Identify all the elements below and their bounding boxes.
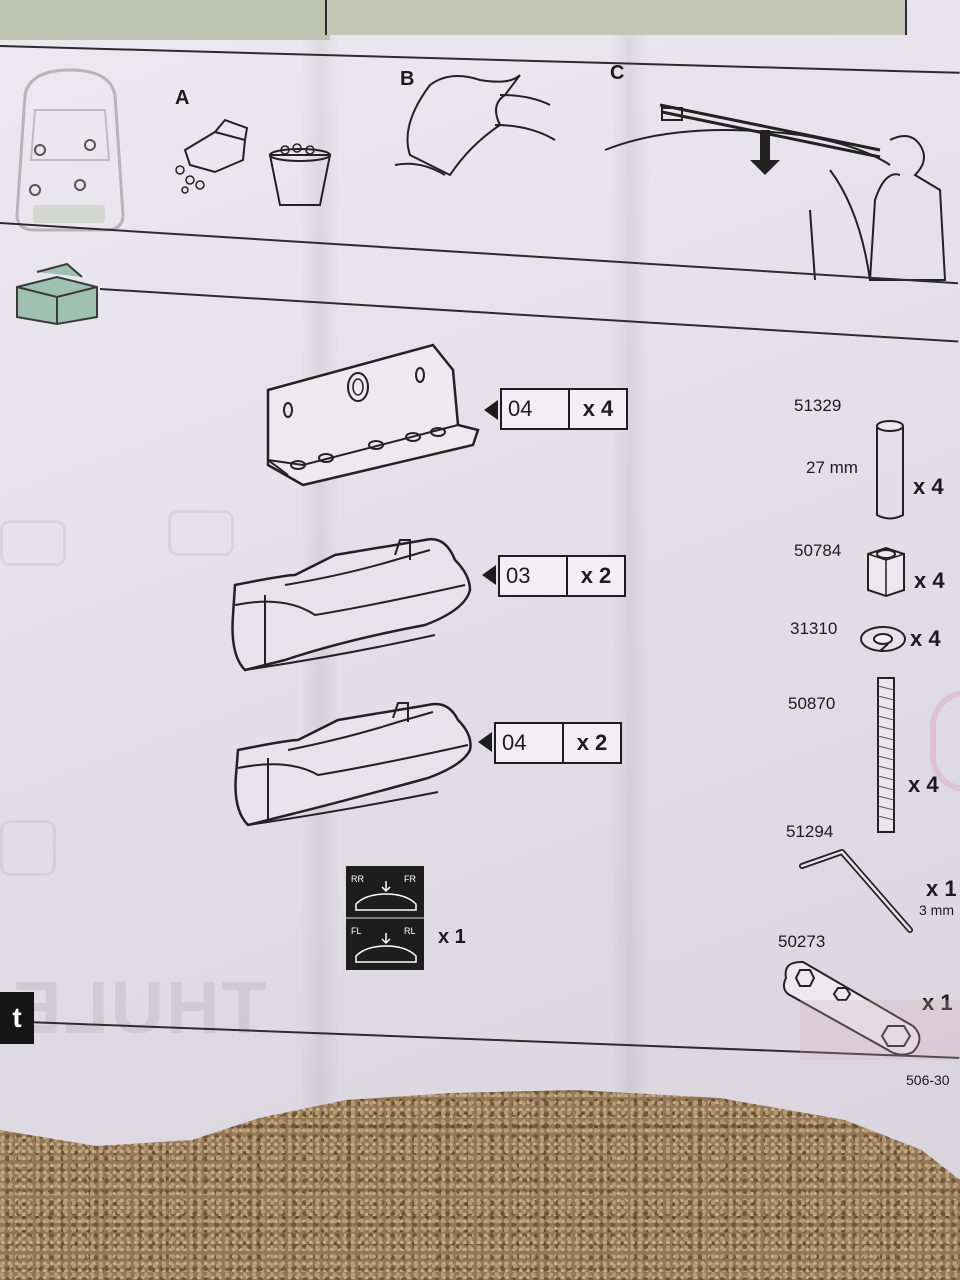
ghost-shape [0,820,56,876]
ghost-shape [0,520,66,566]
cloth-wiping-illustration [394,74,556,177]
ghost-shape [168,510,234,556]
part-number: 31310 [790,619,838,638]
part-quantity: x 4 [913,474,944,499]
part-size: 3 mm [919,902,954,918]
sticker-label: RR [351,874,364,884]
part-label-box: 03 x 2 [498,555,626,597]
part-number: 50784 [794,541,842,560]
divider-line [99,288,959,343]
part-quantity: x 4 [914,568,945,593]
part-quantity: x 4 [582,396,614,421]
divider-line [905,0,907,35]
top-panel-fill [325,0,905,35]
part-quantity: x 4 [908,772,939,797]
sticker-label: FR [404,874,416,884]
threaded-rod-illustration [877,677,895,833]
part-size: 27 mm [806,458,858,477]
divider-line [325,0,327,35]
sticker-quantity: x 1 [438,926,466,948]
part-quantity: x 4 [910,626,941,651]
part-number: 50870 [788,694,836,713]
ghost-shape [800,1000,960,1060]
sticker-label: FL [351,926,362,936]
part-label-box: 04 x 2 [494,722,622,764]
hand-washing-illustration [175,118,332,206]
part-quantity: x 1 [926,876,957,901]
kit-contents-box-icon [16,262,98,326]
sticker-label: RL [404,926,416,936]
part-number: 51329 [794,396,842,415]
instruction-sheet: A B C THULE [0,0,960,1180]
pointer-arrow [478,732,492,752]
lock-washer-illustration [860,626,906,652]
bracket-plate-illustration [266,343,480,487]
document-number: 506-30 [906,1072,950,1088]
position-sticker-illustration: RR FR FL RL [346,866,424,970]
part-quantity: x 2 [576,730,608,755]
foot-pad-illustration [234,702,472,827]
part-quantity: x 2 [580,563,612,588]
part-label-box: 04 x 4 [500,388,628,430]
step-letter-c: C [610,62,625,84]
wrench-plate-illustration [782,960,921,1056]
hex-nut-illustration [867,546,905,598]
part-number: 50273 [778,932,826,951]
pointer-arrow [482,565,496,585]
foot-pad-illustration [231,537,472,672]
reverse-brand-mark: THULE [10,966,267,1049]
part-code: 03 [500,557,568,595]
part-code: 04 [496,724,564,762]
step-letter-a: A [175,87,190,109]
spacer-tube-illustration [876,420,904,520]
part-code: 04 [502,390,570,428]
roof-rack-mount-illustration [604,103,947,281]
car-outline-illustration [15,68,125,232]
pointer-arrow [484,400,498,420]
corner-badge: t [0,992,34,1044]
part-number: 51294 [786,822,834,841]
part-quantity: x 1 [922,990,953,1015]
allen-key-illustration [799,849,913,933]
top-panel-fill [0,0,330,40]
step-letter-b: B [400,68,415,90]
